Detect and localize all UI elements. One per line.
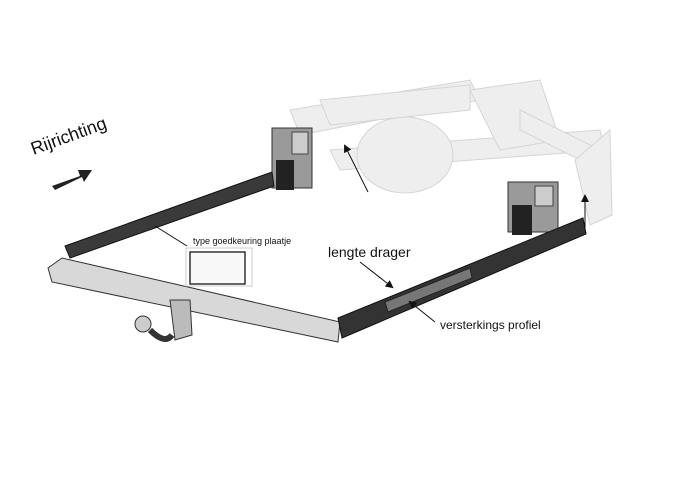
plate-label: type goedkeuring plaatje bbox=[193, 236, 292, 246]
direction-arrow bbox=[52, 170, 92, 190]
profile-label: versterkings profiel bbox=[440, 318, 541, 332]
profile-leader bbox=[408, 300, 436, 323]
length-label: lengte drager bbox=[328, 244, 411, 260]
right-mounting-bracket bbox=[507, 181, 559, 235]
length-leader bbox=[359, 261, 394, 289]
left-mounting-bracket bbox=[271, 127, 313, 190]
tow-ball bbox=[134, 299, 193, 342]
reinforcement-profile bbox=[384, 267, 473, 313]
cross-beam bbox=[47, 257, 341, 343]
vehicle-chassis-ghost bbox=[289, 79, 613, 226]
left-carrier-beam bbox=[64, 171, 275, 259]
left-bracket-leader bbox=[344, 144, 369, 193]
plate-leader bbox=[154, 225, 188, 247]
approval-plate-image bbox=[185, 247, 253, 287]
